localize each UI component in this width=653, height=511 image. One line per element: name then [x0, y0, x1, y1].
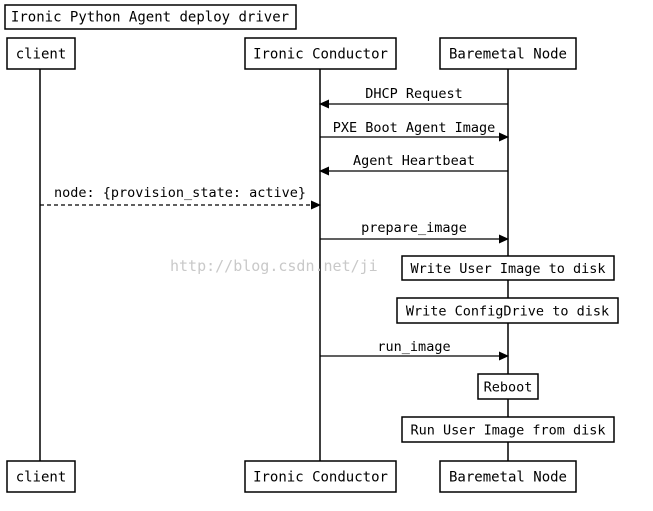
participant-client-bottom-label: client: [16, 470, 67, 486]
participant-conductor-bottom-label: Ironic Conductor: [253, 470, 388, 486]
message-agent-heartbeat-label: Agent Heartbeat: [353, 153, 475, 169]
message-dhcp-request-arrowhead: [319, 99, 329, 109]
message-pxe-boot-label: PXE Boot Agent Image: [333, 120, 496, 136]
note-write-user-image-label: Write User Image to disk: [410, 261, 605, 277]
message-agent-heartbeat-arrowhead: [319, 166, 329, 176]
message-prepare-image-label: prepare_image: [361, 220, 467, 236]
message-dhcp-request-label: DHCP Request: [365, 86, 463, 102]
participant-node-top: [439, 37, 577, 70]
title-box: [4, 4, 297, 30]
note-run-user-image: [401, 416, 615, 443]
participant-node-bottom-label: Baremetal Node: [449, 470, 567, 486]
message-provision-state-arrowhead: [311, 200, 321, 210]
note-write-configdrive: [396, 297, 619, 324]
watermark-text: http://blog.csdn.net/ji: [170, 257, 378, 275]
note-write-configdrive-label: Write ConfigDrive to disk: [406, 304, 609, 320]
note-write-user-image: [401, 255, 615, 281]
participant-conductor-bottom: [244, 460, 397, 493]
participant-client-top-label: client: [16, 47, 67, 63]
note-reboot: [477, 373, 539, 400]
message-prepare-image-arrowhead: [499, 234, 509, 244]
message-pxe-boot-arrowhead: [499, 132, 509, 142]
participant-conductor-top-label: Ironic Conductor: [253, 47, 388, 63]
message-run-image-arrowhead: [499, 351, 509, 361]
message-provision-state-label: node: {provision_state: active}: [54, 185, 306, 201]
participant-client-bottom: [6, 460, 76, 493]
note-reboot-label: Reboot: [484, 380, 533, 396]
participant-client-top: [6, 37, 76, 70]
message-run-image-label: run_image: [377, 339, 450, 355]
participant-node-bottom: [439, 460, 577, 493]
note-run-user-image-label: Run User Image from disk: [410, 423, 605, 439]
participant-node-top-label: Baremetal Node: [449, 47, 567, 63]
diagram-title: Ironic Python Agent deploy driver: [11, 10, 289, 26]
participant-conductor-top: [244, 37, 397, 70]
